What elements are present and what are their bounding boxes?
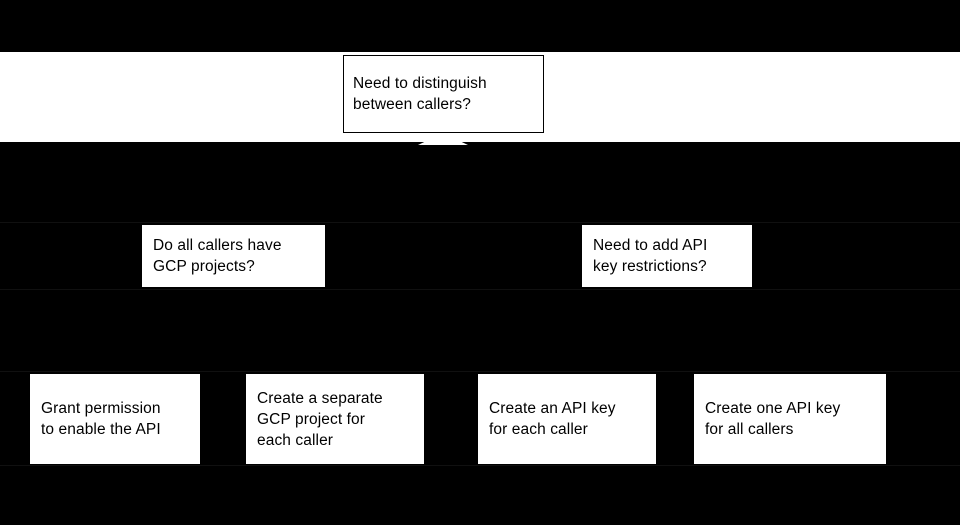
band-decisions-bottom-rule xyxy=(0,289,960,290)
decision-node-label: Need to add API key restrictions? xyxy=(593,237,708,275)
decision-node-label: Need to distinguish between callers? xyxy=(353,75,487,113)
outcome-node-one-api-key-all-callers[interactable]: Create one API key for all callers xyxy=(694,374,886,464)
outcome-node-label: Create a separate GCP project for each c… xyxy=(257,389,383,449)
outcome-node-label: Create an API key for each caller xyxy=(489,400,616,438)
outcome-node-separate-gcp-project[interactable]: Create a separate GCP project for each c… xyxy=(246,374,424,464)
outcome-node-grant-permission[interactable]: Grant permission to enable the API xyxy=(30,374,200,464)
decision-node-need-to-distinguish[interactable]: Need to distinguish between callers? xyxy=(343,55,544,133)
decision-node-label: Do all callers have GCP projects? xyxy=(153,237,282,275)
decision-node-api-key-restrictions[interactable]: Need to add API key restrictions? xyxy=(582,225,752,287)
band-outcomes-bottom-rule xyxy=(0,465,960,466)
outcome-node-api-key-each-caller[interactable]: Create an API key for each caller xyxy=(478,374,656,464)
band-outcomes-top-rule xyxy=(0,371,960,372)
outcome-node-label: Grant permission to enable the API xyxy=(41,400,161,438)
band-decisions-top-rule xyxy=(0,222,960,223)
chevron-up-icon xyxy=(418,133,468,145)
outcome-node-label: Create one API key for all callers xyxy=(705,400,841,438)
decision-node-gcp-projects[interactable]: Do all callers have GCP projects? xyxy=(142,225,325,287)
